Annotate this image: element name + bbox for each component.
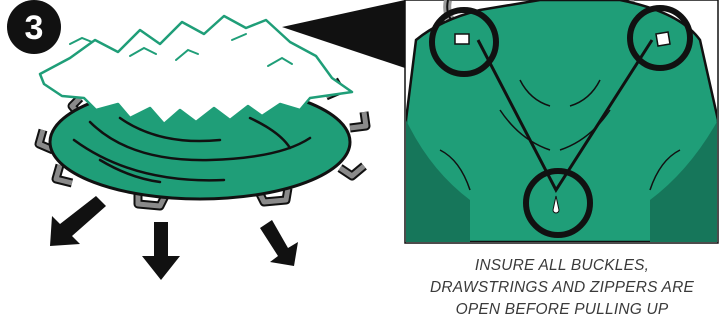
caption-line-3: OPEN BEFORE PULLING UP: [405, 299, 719, 321]
caption-line-2: DRAWSTRINGS AND ZIPPERS ARE: [405, 277, 719, 299]
pull-arrows: [50, 196, 298, 280]
step-badge: 3: [7, 0, 61, 54]
step-number: 3: [25, 9, 44, 47]
cover-illustration: [39, 16, 366, 280]
caption-line-1: INSURE ALL BUCKLES,: [405, 255, 719, 277]
instruction-caption: INSURE ALL BUCKLES, DRAWSTRINGS AND ZIPP…: [405, 255, 719, 321]
detail-panel: [405, 0, 718, 243]
